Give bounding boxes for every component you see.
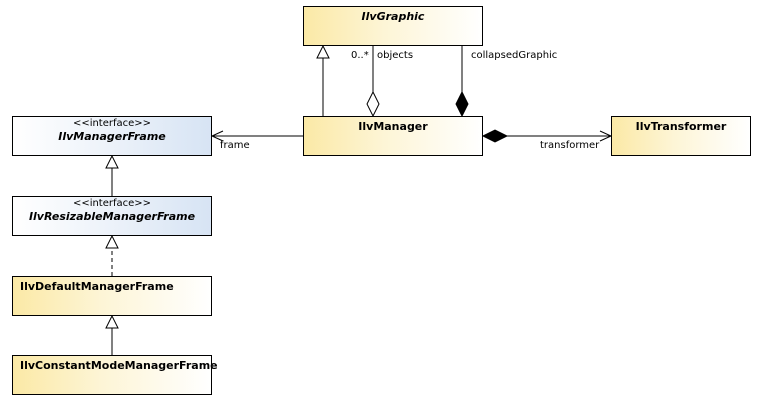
class-name: IlvGraphic	[361, 10, 425, 23]
interface-ilvmanagerframe[interactable]: <<interface>> IlvManagerFrame	[12, 116, 212, 156]
role-label-collapsed-graphic: collapsedGraphic	[471, 50, 558, 61]
interface-ilvresizablemanagerframe[interactable]: <<interface>> IlvResizableManagerFrame	[12, 196, 212, 236]
role-label-transformer: transformer	[540, 140, 600, 151]
class-ilvconstantmodemanagerframe[interactable]: IlvConstantModeManagerFrame	[12, 355, 218, 395]
generalization-manager-to-graphic	[316, 44, 330, 116]
class-ilvmanager[interactable]: IlvManager	[303, 116, 483, 156]
class-name: IlvManagerFrame	[58, 130, 166, 143]
class-name: IlvDefaultManagerFrame	[20, 280, 174, 293]
class-ilvtransformer[interactable]: IlvTransformer	[611, 116, 751, 156]
generalization-constantmode-to-default	[105, 314, 119, 355]
realization-default-to-resizable	[105, 234, 119, 276]
class-name: IlvManager	[358, 120, 428, 133]
class-ilvgraphic[interactable]: IlvGraphic	[303, 6, 483, 46]
generalization-resizable-to-managerframe	[105, 154, 119, 196]
class-name: IlvConstantModeManagerFrame	[20, 359, 218, 372]
association-frame	[210, 130, 303, 142]
role-label-objects: objects	[377, 50, 414, 61]
class-ilvdefaultmanagerframe[interactable]: IlvDefaultManagerFrame	[12, 276, 212, 316]
multiplicity-label: 0..*	[351, 50, 369, 61]
stereotype-label: <<interface>>	[72, 198, 152, 209]
class-name: IlvResizableManagerFrame	[28, 210, 196, 223]
composition-collapsed-graphic	[455, 46, 469, 118]
class-name: IlvTransformer	[635, 120, 727, 133]
role-label-frame: frame	[220, 140, 250, 151]
stereotype-label: <<interface>>	[72, 118, 152, 129]
